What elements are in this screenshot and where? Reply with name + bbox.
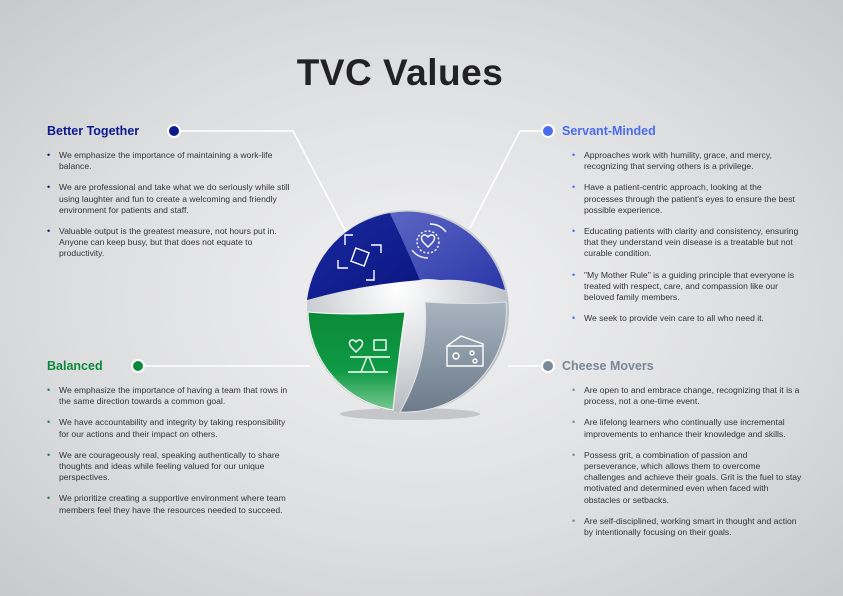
list-item: •Are open to and embrace change, recogni… — [572, 385, 800, 407]
segment-balanced — [307, 311, 406, 411]
section-cheese-movers: Cheese Movers •Are open to and embrace c… — [562, 359, 802, 548]
list-item: •We emphasize the importance of having a… — [47, 385, 288, 407]
balanced-dot — [131, 359, 145, 373]
section-heading: Balanced — [47, 359, 103, 373]
list-item: •We are courageously real, speaking auth… — [47, 449, 280, 483]
section-better-together: Better Together •We emphasize the import… — [47, 124, 292, 270]
hands-together-icon — [337, 234, 382, 281]
segment-better-together — [307, 213, 420, 300]
page-title: TVC Values — [296, 52, 504, 93]
better-together-dot — [167, 124, 181, 138]
section-heading: Servant-Minded — [562, 124, 656, 138]
servant-minded-dot — [541, 124, 555, 138]
list-item: •Educating patients with clarity and con… — [572, 226, 799, 259]
list-item: •Valuable output is the greatest measure… — [47, 226, 277, 259]
list-item: •We seek to provide vein care to all who… — [572, 313, 764, 324]
cheese-icon — [446, 335, 484, 367]
list-item: •Have a patient-centric approach, lookin… — [572, 182, 795, 215]
list-item: •Possess grit, a combination of passion … — [572, 449, 802, 505]
list-item: •We have accountability and integrity by… — [47, 417, 286, 439]
list-item: •"My Mother Rule" is a guiding principle… — [572, 269, 795, 303]
cheese-movers-dot — [541, 359, 555, 373]
list-item: •We prioritize creating a supportive env… — [47, 493, 286, 515]
list-item: •We are professional and take what we do… — [47, 182, 290, 215]
connector-lines — [144, 130, 542, 367]
list-item: •We emphasize the importance of maintain… — [47, 150, 273, 172]
section-heading: Better Together — [47, 124, 140, 138]
list-item: •Approaches work with humility, grace, a… — [572, 150, 772, 172]
section-heading: Cheese Movers — [562, 359, 654, 373]
list-item: •Are self-disciplined, working smart in … — [572, 515, 797, 538]
caring-hands-heart-icon — [411, 223, 447, 259]
balance-scale-icon — [348, 339, 390, 373]
section-balanced: Balanced •We emphasize the importance of… — [47, 359, 292, 526]
list-item: •Are lifelong learners who continually u… — [572, 417, 786, 439]
section-servant-minded: Servant-Minded •Approaches work with hum… — [562, 124, 802, 334]
segment-servant-minded — [390, 211, 505, 290]
